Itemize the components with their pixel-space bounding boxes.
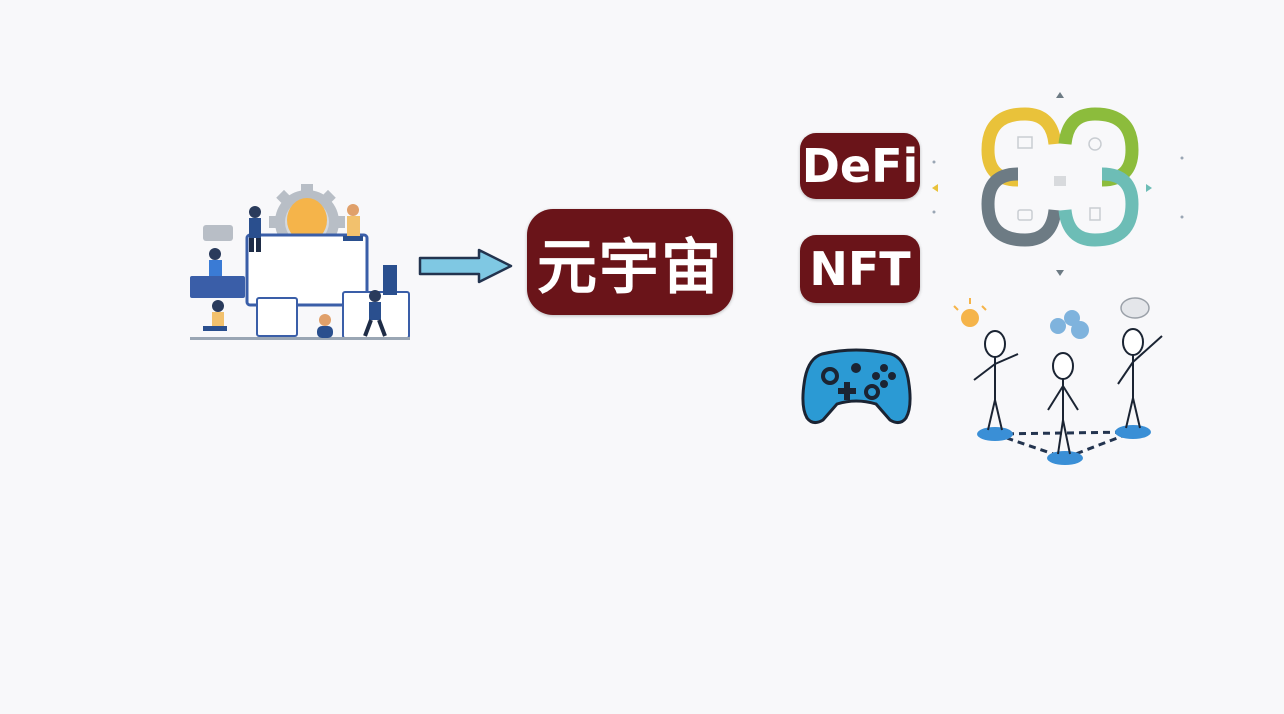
- person-icon: [203, 300, 227, 331]
- brain-icon: [1120, 297, 1150, 319]
- person-icon: [317, 314, 333, 338]
- four-quadrant-flower-diagram: [932, 92, 1184, 276]
- arrow-right-icon: [418, 248, 513, 284]
- person-icon: [363, 290, 387, 337]
- bubbles-icon: [1050, 310, 1089, 339]
- connected-stick-figures-illustration: [953, 297, 1163, 465]
- gamepad-icon: [801, 348, 912, 425]
- metaverse-label: 元宇宙: [527, 209, 733, 315]
- nft-label: NFT: [800, 235, 920, 303]
- person-icon: [249, 206, 261, 252]
- person-icon: [209, 248, 222, 276]
- defi-label: DeFi: [800, 133, 920, 199]
- lightbulb-icon: [953, 298, 987, 327]
- team-innovation-illustration: [190, 184, 410, 340]
- person-icon: [343, 204, 363, 241]
